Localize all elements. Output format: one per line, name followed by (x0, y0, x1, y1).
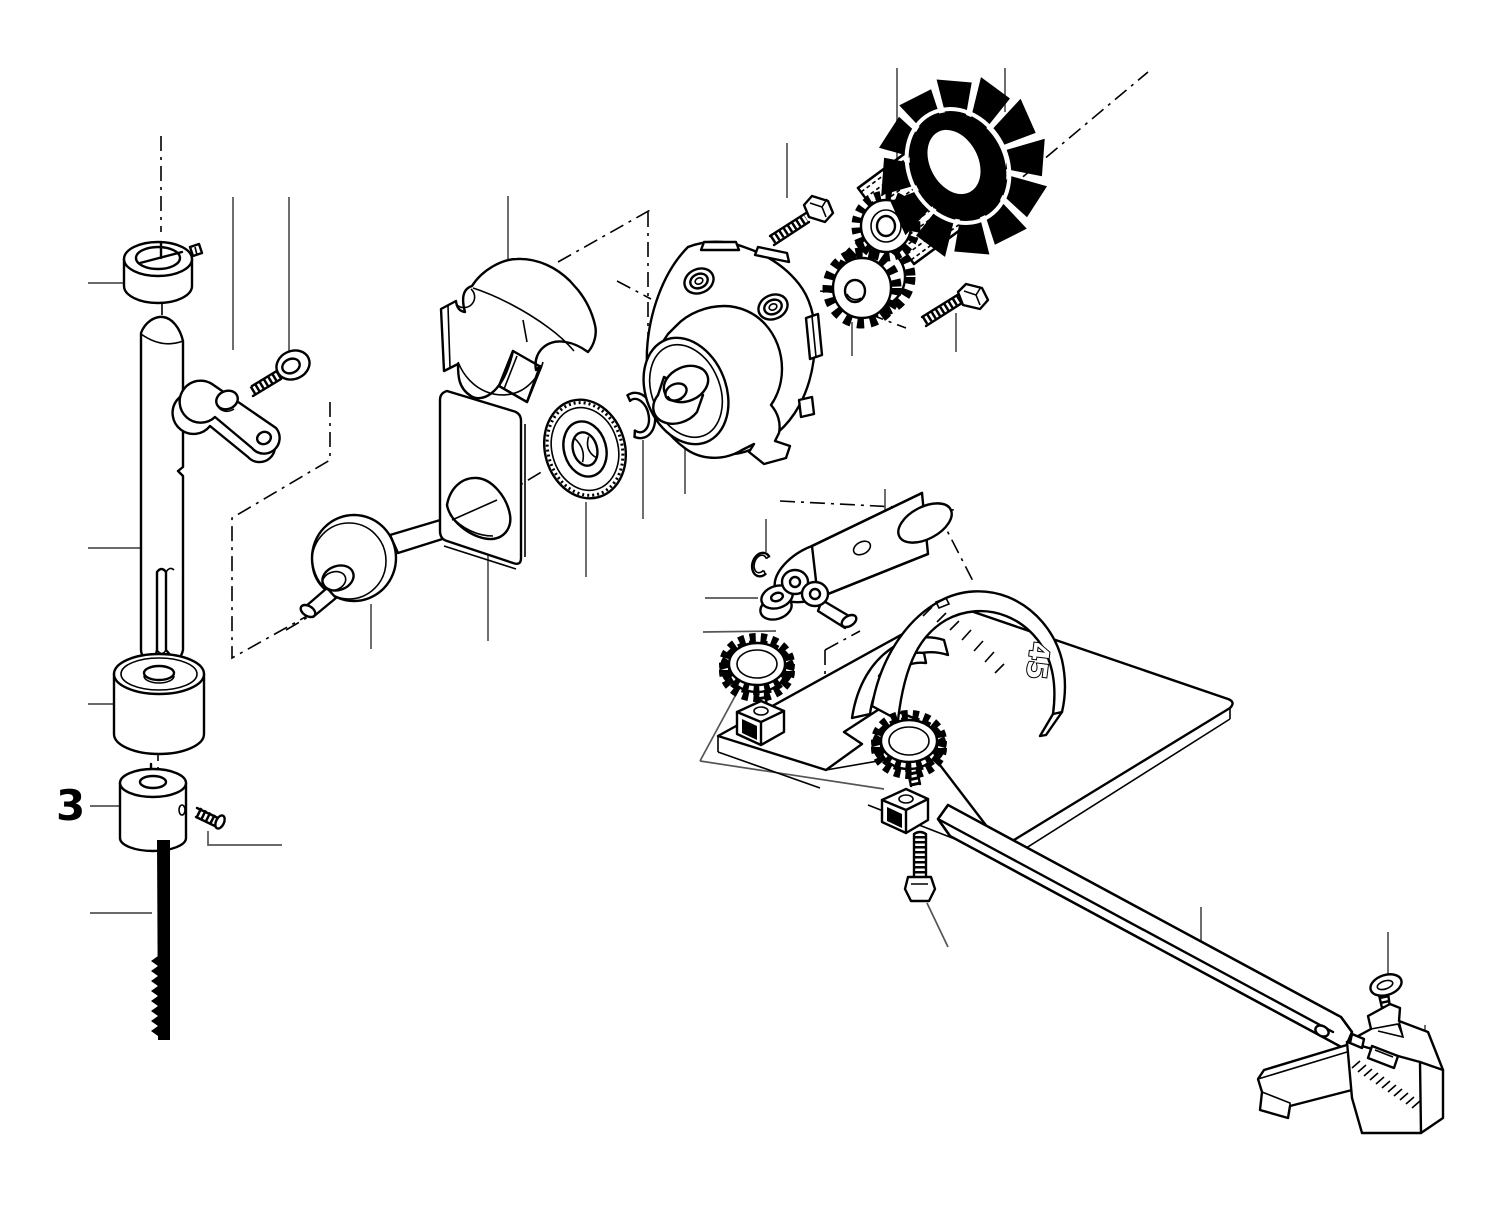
fence-block (1256, 1002, 1445, 1135)
saw-blade (151, 840, 170, 1040)
set-screw (194, 806, 226, 830)
o-ring (750, 551, 771, 578)
front-plate (438, 389, 526, 570)
fence-bar (936, 803, 1354, 1051)
hex-bolt-upper (768, 194, 835, 247)
blade-clamp-collar (118, 762, 188, 853)
link-lugs-pin (780, 568, 858, 630)
bevel-scale-band: 45 (870, 590, 1067, 738)
gear-housing (642, 240, 824, 466)
eccentric-crank (299, 513, 460, 619)
square-nut-front (880, 787, 930, 835)
ball-bearing (542, 398, 628, 500)
thumb-screw-left (719, 633, 795, 715)
gearbox-cover (439, 257, 597, 404)
ring-collar (122, 240, 204, 305)
connecting-link (171, 349, 311, 464)
square-nut-left (735, 699, 786, 747)
thumb-screw-front (871, 710, 947, 788)
counterweight-cylinder (773, 491, 953, 604)
plunger-rod (139, 315, 185, 662)
drum-bushing (112, 652, 206, 756)
leader-lines (88, 68, 1426, 1066)
cooling-fan (866, 64, 1060, 270)
carriage-bolt (903, 830, 937, 903)
hex-bolt-right (920, 282, 990, 328)
callout-3: 3 (56, 781, 85, 830)
bevel-scale-value: 45 (1019, 640, 1054, 681)
